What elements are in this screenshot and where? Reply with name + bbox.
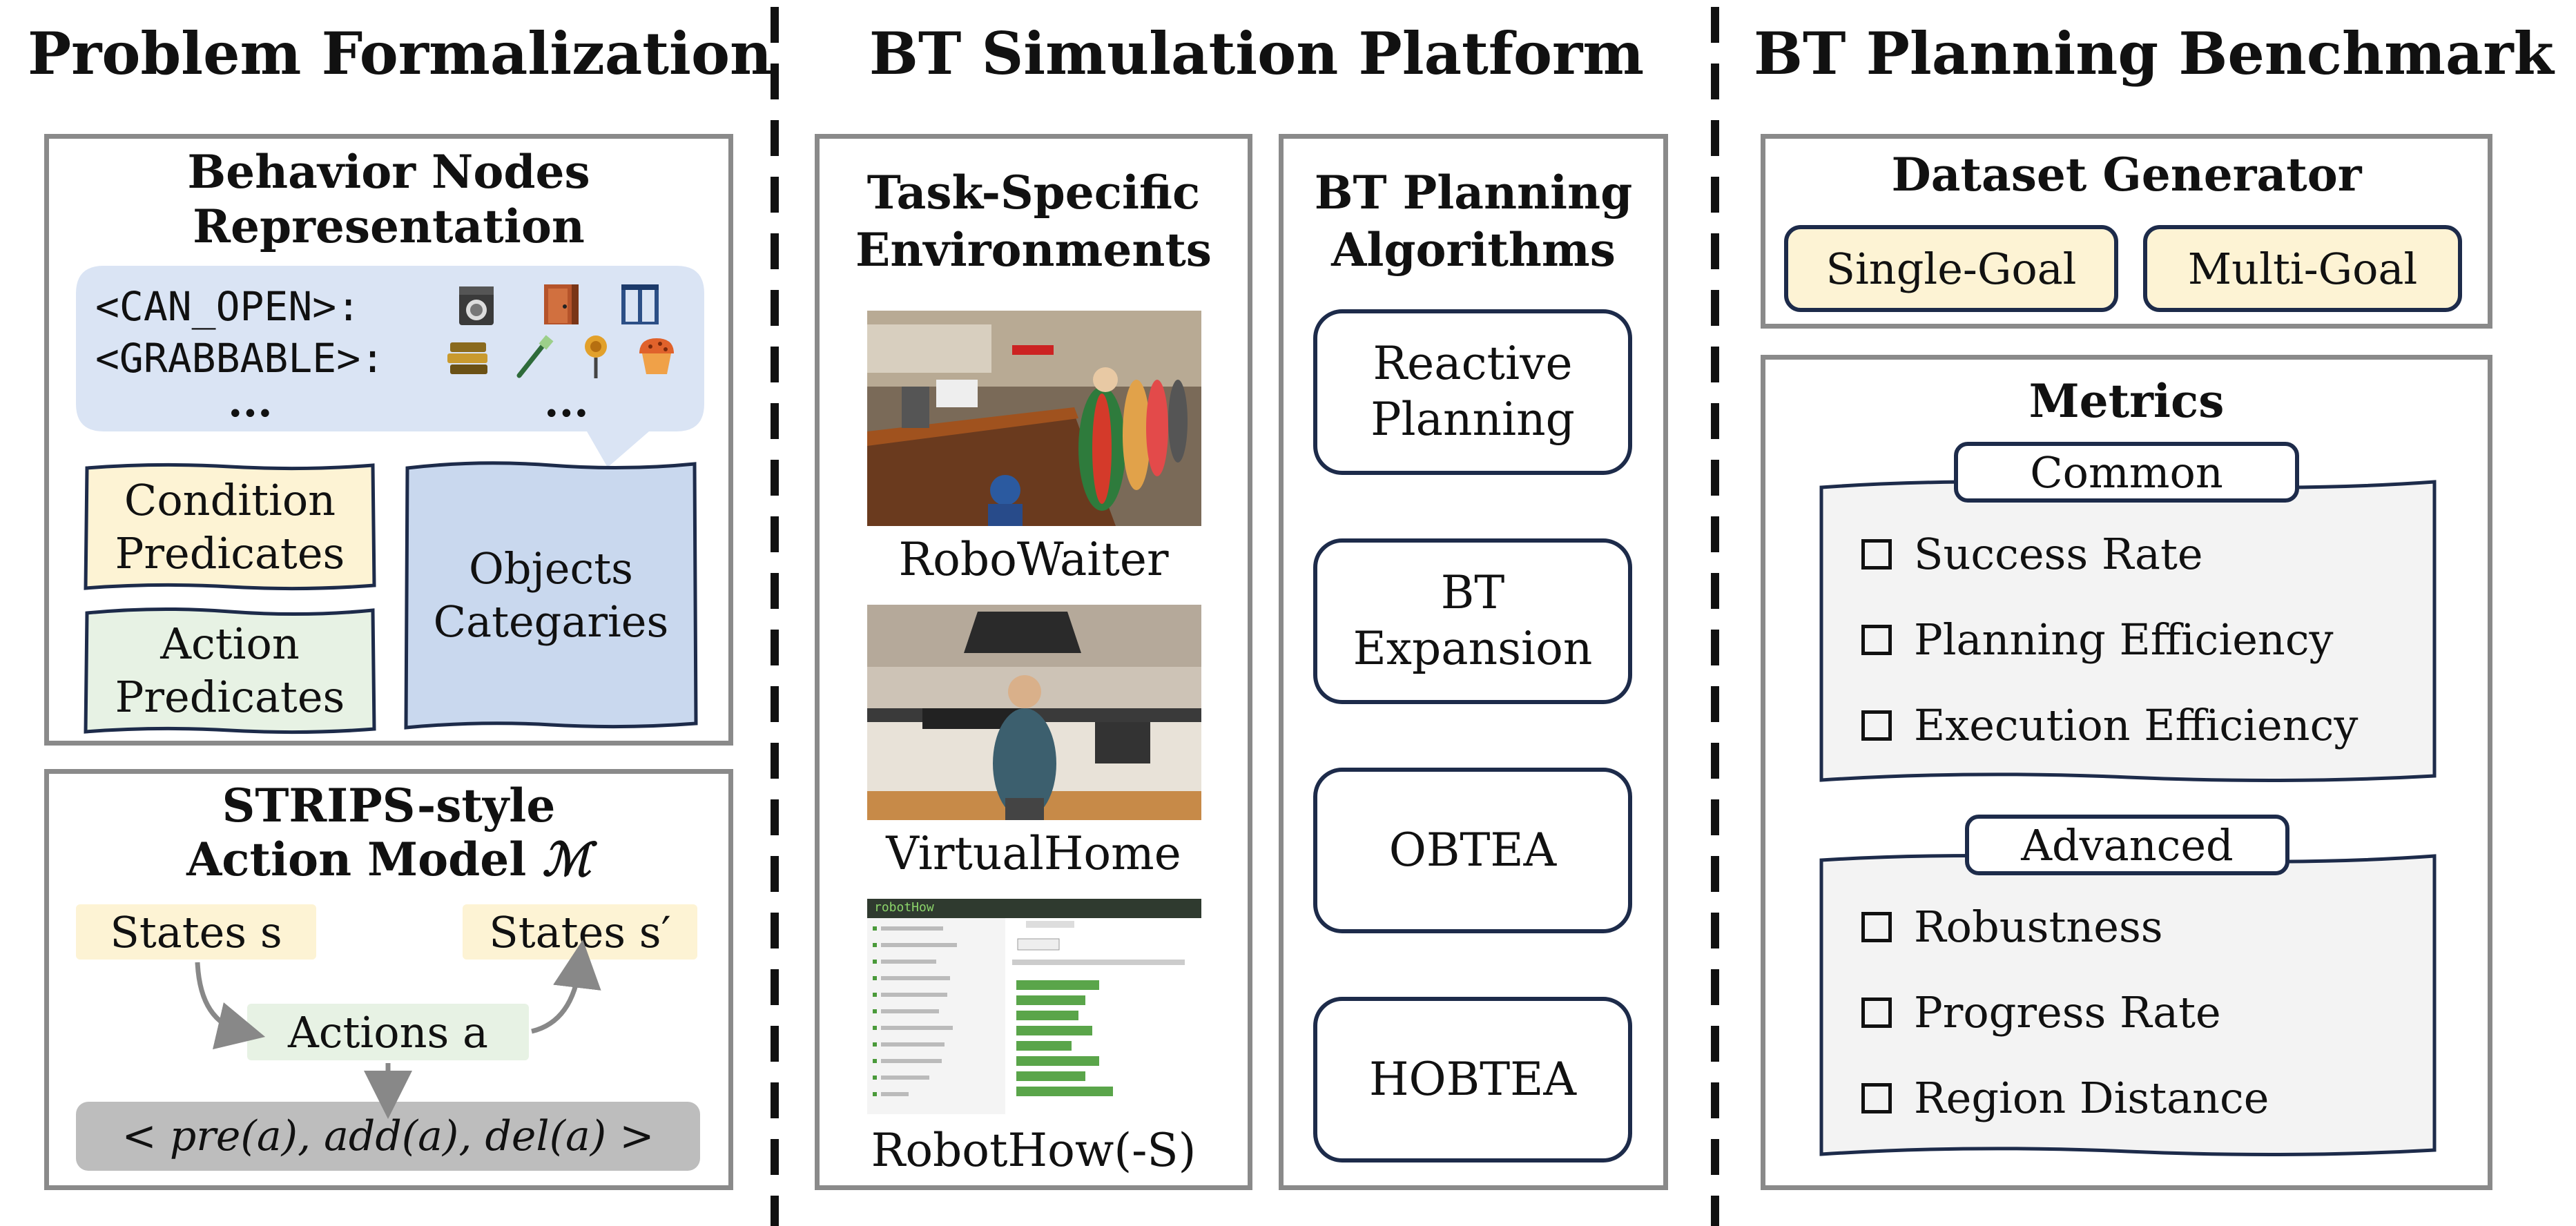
- metric-label: Execution Efficiency: [1914, 700, 2359, 750]
- can-open-label: <CAN_OPEN>:: [95, 283, 361, 330]
- strips-title-line1: STRIPS-style: [222, 779, 556, 833]
- checkbox-icon: [1861, 624, 1892, 655]
- algorithms-title: BT Planning Algorithms: [1314, 166, 1633, 277]
- algorithm-hobtea: HOBTEA: [1313, 997, 1632, 1162]
- states-s-box: States s: [76, 904, 316, 960]
- metric-label: Planning Efficiency: [1914, 614, 2334, 665]
- books-icon: [447, 342, 487, 374]
- metrics-title: Metrics: [2028, 374, 2225, 428]
- states-s-label: States s: [110, 906, 282, 957]
- behavior-nodes-title: Behavior Nodes Representation: [187, 145, 590, 254]
- algorithm-bt-expansion: BT Expansion: [1313, 538, 1632, 704]
- objects-categories-label: Objects Categaries: [433, 543, 669, 648]
- ellipsis-right: ...: [544, 376, 589, 427]
- strips-title-text: Action Model: [186, 833, 543, 886]
- states-s-prime-box: States s′: [463, 904, 697, 960]
- metric-label: Success Rate: [1914, 529, 2203, 579]
- window-icon: [621, 284, 659, 324]
- robothow-screenshot: robotHow: [867, 899, 1201, 1114]
- muffin-icon: [639, 338, 674, 374]
- action-predicates-shape: [84, 607, 376, 734]
- robothow-header: robotHow: [874, 900, 934, 915]
- env-label-robowaiter: RoboWaiter: [898, 533, 1169, 586]
- multi-goal-chip: Multi-Goal: [2143, 225, 2462, 312]
- single-goal-chip: Single-Goal: [1784, 225, 2118, 312]
- column-title-platform: BT Simulation Platform: [869, 19, 1645, 88]
- actions-label: Actions a: [288, 1006, 488, 1058]
- metric-label: Region Distance: [1914, 1073, 2269, 1123]
- robowaiter-screenshot: [867, 311, 1201, 526]
- env-label-robothow: RobotHow(-S): [871, 1124, 1197, 1177]
- ellipsis-left: ...: [228, 376, 273, 427]
- environments-title: Task-Specific Environments: [855, 166, 1212, 277]
- strips-tuple-box: < pre(a), add(a), del(a) >: [76, 1102, 700, 1171]
- metric-success-rate: Success Rate: [1861, 529, 2203, 579]
- env-label-virtualhome: VirtualHome: [886, 827, 1181, 880]
- algorithm-reactive-planning: Reactive Planning: [1313, 309, 1632, 475]
- virtualhome-screenshot: [867, 605, 1201, 820]
- column-title-problem: Problem Formalization: [28, 19, 773, 88]
- metric-robustness: Robustness: [1861, 902, 2163, 952]
- algorithm-obtea: OBTEA: [1313, 768, 1632, 933]
- metric-label: Robustness: [1914, 902, 2163, 952]
- metric-label: Progress Rate: [1914, 987, 2221, 1038]
- door-icon: [544, 284, 579, 324]
- condition-predicates-label: Condition Predicates: [115, 474, 345, 579]
- strips-title-line2: Action Model ℳ: [44, 833, 733, 886]
- grabbable-label: <GRABBABLE>:: [95, 335, 385, 382]
- strips-title-symbol: ℳ: [542, 833, 591, 886]
- dataset-generator-title: Dataset Generator: [1891, 148, 2362, 202]
- lollipop-icon: [585, 335, 607, 378]
- column-title-benchmark: BT Planning Benchmark: [1754, 19, 2554, 88]
- toothbrush-icon: [516, 335, 554, 378]
- checkbox-icon: [1861, 911, 1892, 942]
- actions-box: Actions a: [247, 1004, 529, 1060]
- advanced-tag: Advanced: [1965, 815, 2289, 875]
- metric-execution-efficiency: Execution Efficiency: [1861, 700, 2358, 750]
- checkbox-icon: [1861, 710, 1892, 741]
- checkbox-icon: [1861, 1082, 1892, 1113]
- checkbox-icon: [1861, 538, 1892, 570]
- common-tag: Common: [1954, 442, 2299, 503]
- checkbox-icon: [1861, 997, 1892, 1028]
- metric-region-distance: Region Distance: [1861, 1073, 2269, 1123]
- condition-predicates-shape: [84, 463, 376, 591]
- objects-categories-shape: [404, 461, 698, 730]
- states-s-prime-label: States s′: [489, 906, 671, 957]
- washing-machine-icon: [459, 286, 494, 325]
- action-predicates-label: Action Predicates: [115, 618, 345, 723]
- metric-planning-efficiency: Planning Efficiency: [1861, 614, 2334, 665]
- metric-progress-rate: Progress Rate: [1861, 987, 2221, 1038]
- strips-tuple-label: < pre(a), add(a), del(a) >: [122, 1112, 655, 1160]
